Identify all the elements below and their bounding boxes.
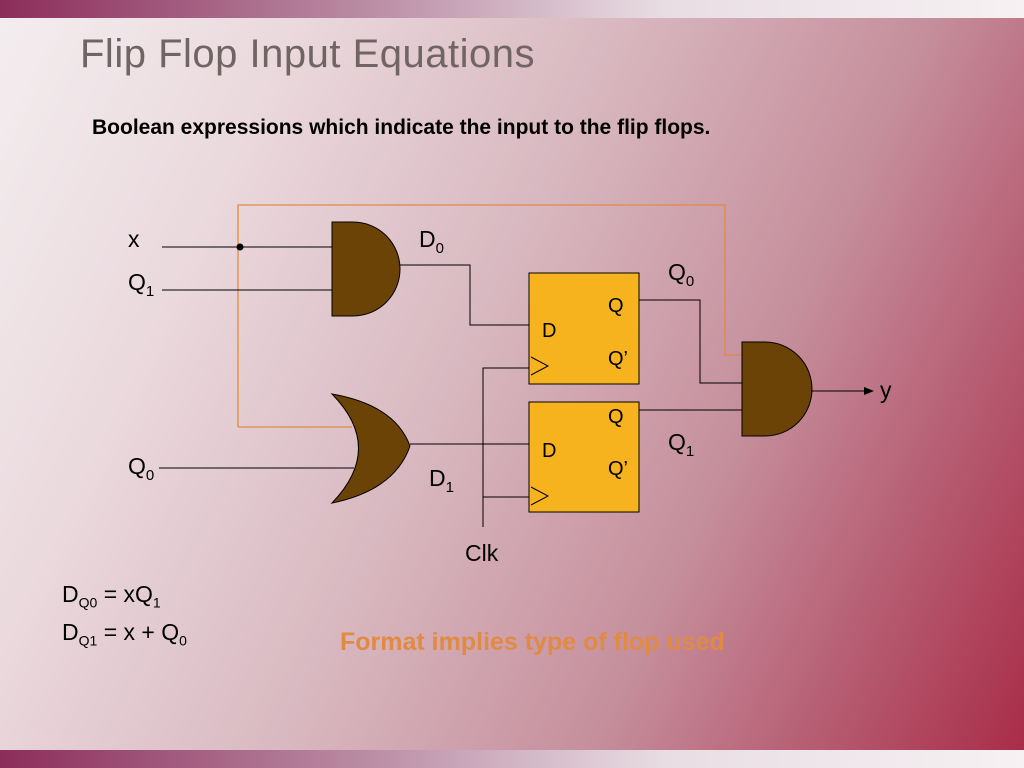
label-clock: Clk (465, 540, 499, 566)
junction-dot (236, 243, 244, 251)
equation-dq1: DQ1 = x + Q0 (62, 618, 187, 649)
ff-top-q: Q (608, 295, 624, 317)
equation-dq0: DQ0 = xQ1 (62, 581, 161, 611)
ff-top-d: D (542, 320, 556, 342)
flipflop-equations: DQ0 = xQ1 DQ1 = x + Q0 (62, 580, 187, 655)
clock-triangle-top (530, 356, 550, 376)
label-q0-in: Q0 (128, 453, 154, 484)
bottom-decor-band (0, 750, 1024, 768)
and-gate-2 (741, 341, 813, 437)
arrowhead-y (864, 387, 874, 395)
label-q1-out: Q1 (668, 429, 694, 460)
wire-clock-top (482, 367, 529, 527)
label-d0: D0 (419, 226, 444, 257)
top-decor-band (0, 0, 1024, 18)
ff-bottom-qbar: Q’ (608, 458, 628, 480)
ff-bottom-q: Q (608, 406, 624, 428)
feedback-wire (237, 204, 742, 427)
slide-title: Flip Flop Input Equations (80, 32, 535, 76)
label-d1: D1 (429, 465, 454, 496)
label-x: x (128, 226, 140, 252)
label-y: y (880, 377, 892, 403)
or-gate (330, 393, 411, 504)
ff-top-qbar: Q’ (608, 348, 628, 370)
label-q0-out: Q0 (668, 259, 694, 290)
slide-subtitle: Boolean expressions which indicate the i… (92, 116, 711, 139)
and-gate-1 (331, 221, 401, 317)
flipflop-bottom (528, 401, 640, 513)
format-note: Format implies type of flop used (340, 628, 725, 656)
wire-d0 (400, 264, 529, 326)
clock-triangle-bottom (530, 486, 550, 506)
label-q1-in: Q1 (128, 269, 154, 300)
wire-q0-out (639, 299, 742, 384)
ff-bottom-d: D (542, 440, 556, 462)
